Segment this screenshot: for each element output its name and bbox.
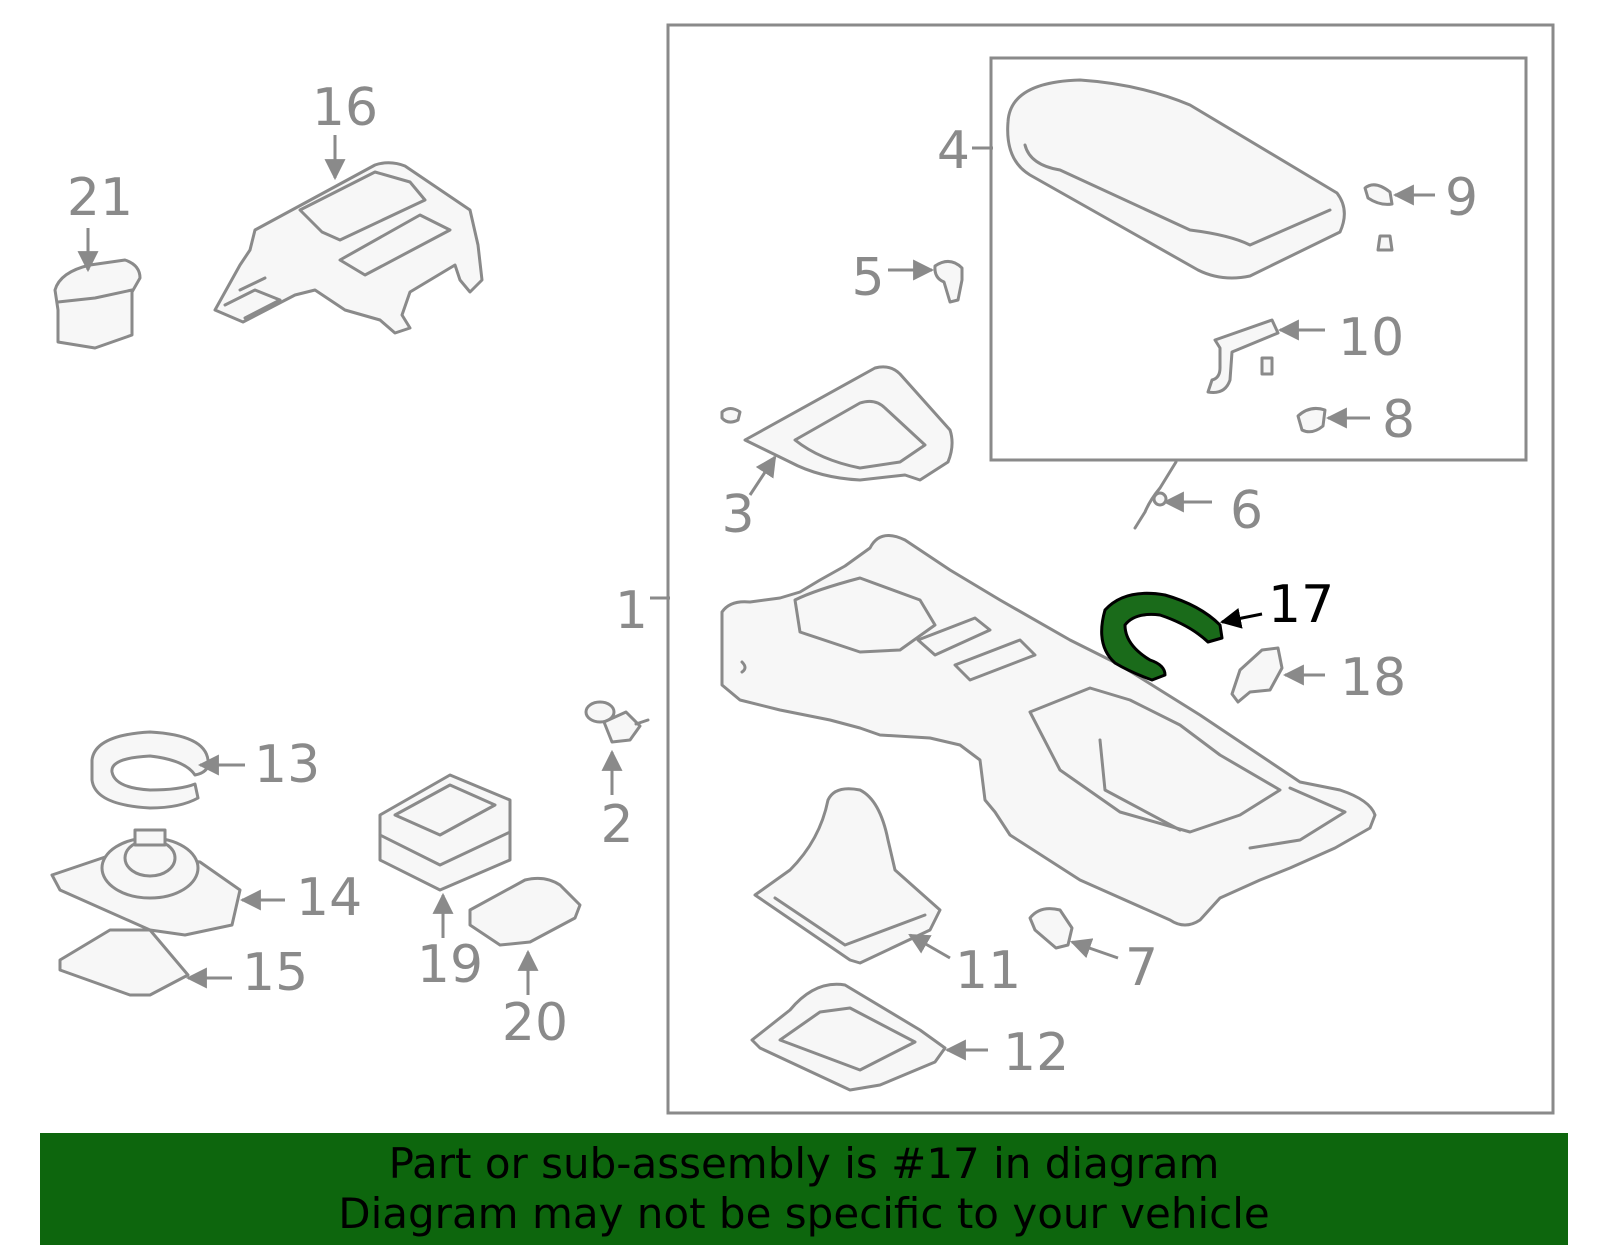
callout-line-17 bbox=[1219, 607, 1263, 629]
part-18-clip bbox=[1230, 646, 1284, 704]
callout-label-17: 17 bbox=[1268, 575, 1334, 635]
part-2-socket bbox=[584, 700, 650, 744]
callout-label-11: 11 bbox=[955, 941, 1021, 1001]
part-8-grommet bbox=[1296, 407, 1327, 434]
callout-label-13: 13 bbox=[254, 735, 320, 795]
armrest-subframe bbox=[989, 56, 1528, 462]
part-17-highlighted bbox=[1100, 591, 1224, 682]
part-12-boot-frame bbox=[750, 982, 947, 1092]
callout-label-7: 7 bbox=[1125, 938, 1158, 998]
info-banner: Part or sub-assembly is #17 in diagram D… bbox=[40, 1133, 1568, 1245]
callout-label-21: 21 bbox=[67, 168, 133, 228]
banner-line-part-info: Part or sub-assembly is #17 in diagram bbox=[388, 1139, 1220, 1188]
part-1-console-body bbox=[720, 534, 1377, 927]
callout-label-19: 19 bbox=[417, 935, 483, 995]
callout-label-4: 4 bbox=[937, 121, 970, 181]
part-6-wire bbox=[1133, 460, 1178, 530]
callout-lines bbox=[77, 135, 1435, 1061]
callout-label-8: 8 bbox=[1382, 390, 1415, 450]
callout-label-20: 20 bbox=[502, 993, 568, 1053]
part-20-lid bbox=[468, 876, 582, 947]
callout-label-14: 14 bbox=[296, 868, 362, 928]
part-5-fastener bbox=[933, 260, 964, 304]
assembly-frame bbox=[666, 23, 1555, 1115]
part-14-plate bbox=[50, 828, 242, 937]
callout-label-16: 16 bbox=[312, 78, 378, 138]
callout-label-10: 10 bbox=[1338, 308, 1404, 368]
callout-label-12: 12 bbox=[1003, 1023, 1069, 1083]
callout-label-6: 6 bbox=[1230, 481, 1263, 541]
banner-line-disclaimer: Diagram may not be specific to your vehi… bbox=[338, 1189, 1270, 1238]
part-3-tray bbox=[720, 365, 954, 482]
callout-label-2: 2 bbox=[600, 795, 633, 855]
part-13-ring bbox=[90, 730, 210, 810]
part-7-clip bbox=[1028, 907, 1074, 950]
callout-label-15: 15 bbox=[242, 943, 308, 1003]
callout-label-1: 1 bbox=[615, 581, 648, 641]
part-16-shift-panel bbox=[213, 161, 484, 335]
callout-labels: 1 2 3 4 5 6 7 8 9 10 11 12 13 14 15 16 1… bbox=[67, 78, 1478, 1083]
part-19-cup-holder bbox=[378, 773, 512, 892]
part-11-shift-boot bbox=[753, 787, 942, 965]
part-21-cap bbox=[53, 258, 142, 350]
part-15-pad bbox=[58, 928, 190, 997]
part-10-bracket bbox=[1206, 318, 1280, 394]
callout-17-highlighted: 17 bbox=[1268, 575, 1334, 635]
callout-label-18: 18 bbox=[1340, 648, 1406, 708]
part-9-clip bbox=[1363, 183, 1394, 252]
callout-label-3: 3 bbox=[721, 485, 754, 545]
callout-label-9: 9 bbox=[1445, 168, 1478, 228]
part-4-armrest-lid bbox=[1006, 78, 1346, 280]
callout-label-5: 5 bbox=[851, 248, 884, 308]
